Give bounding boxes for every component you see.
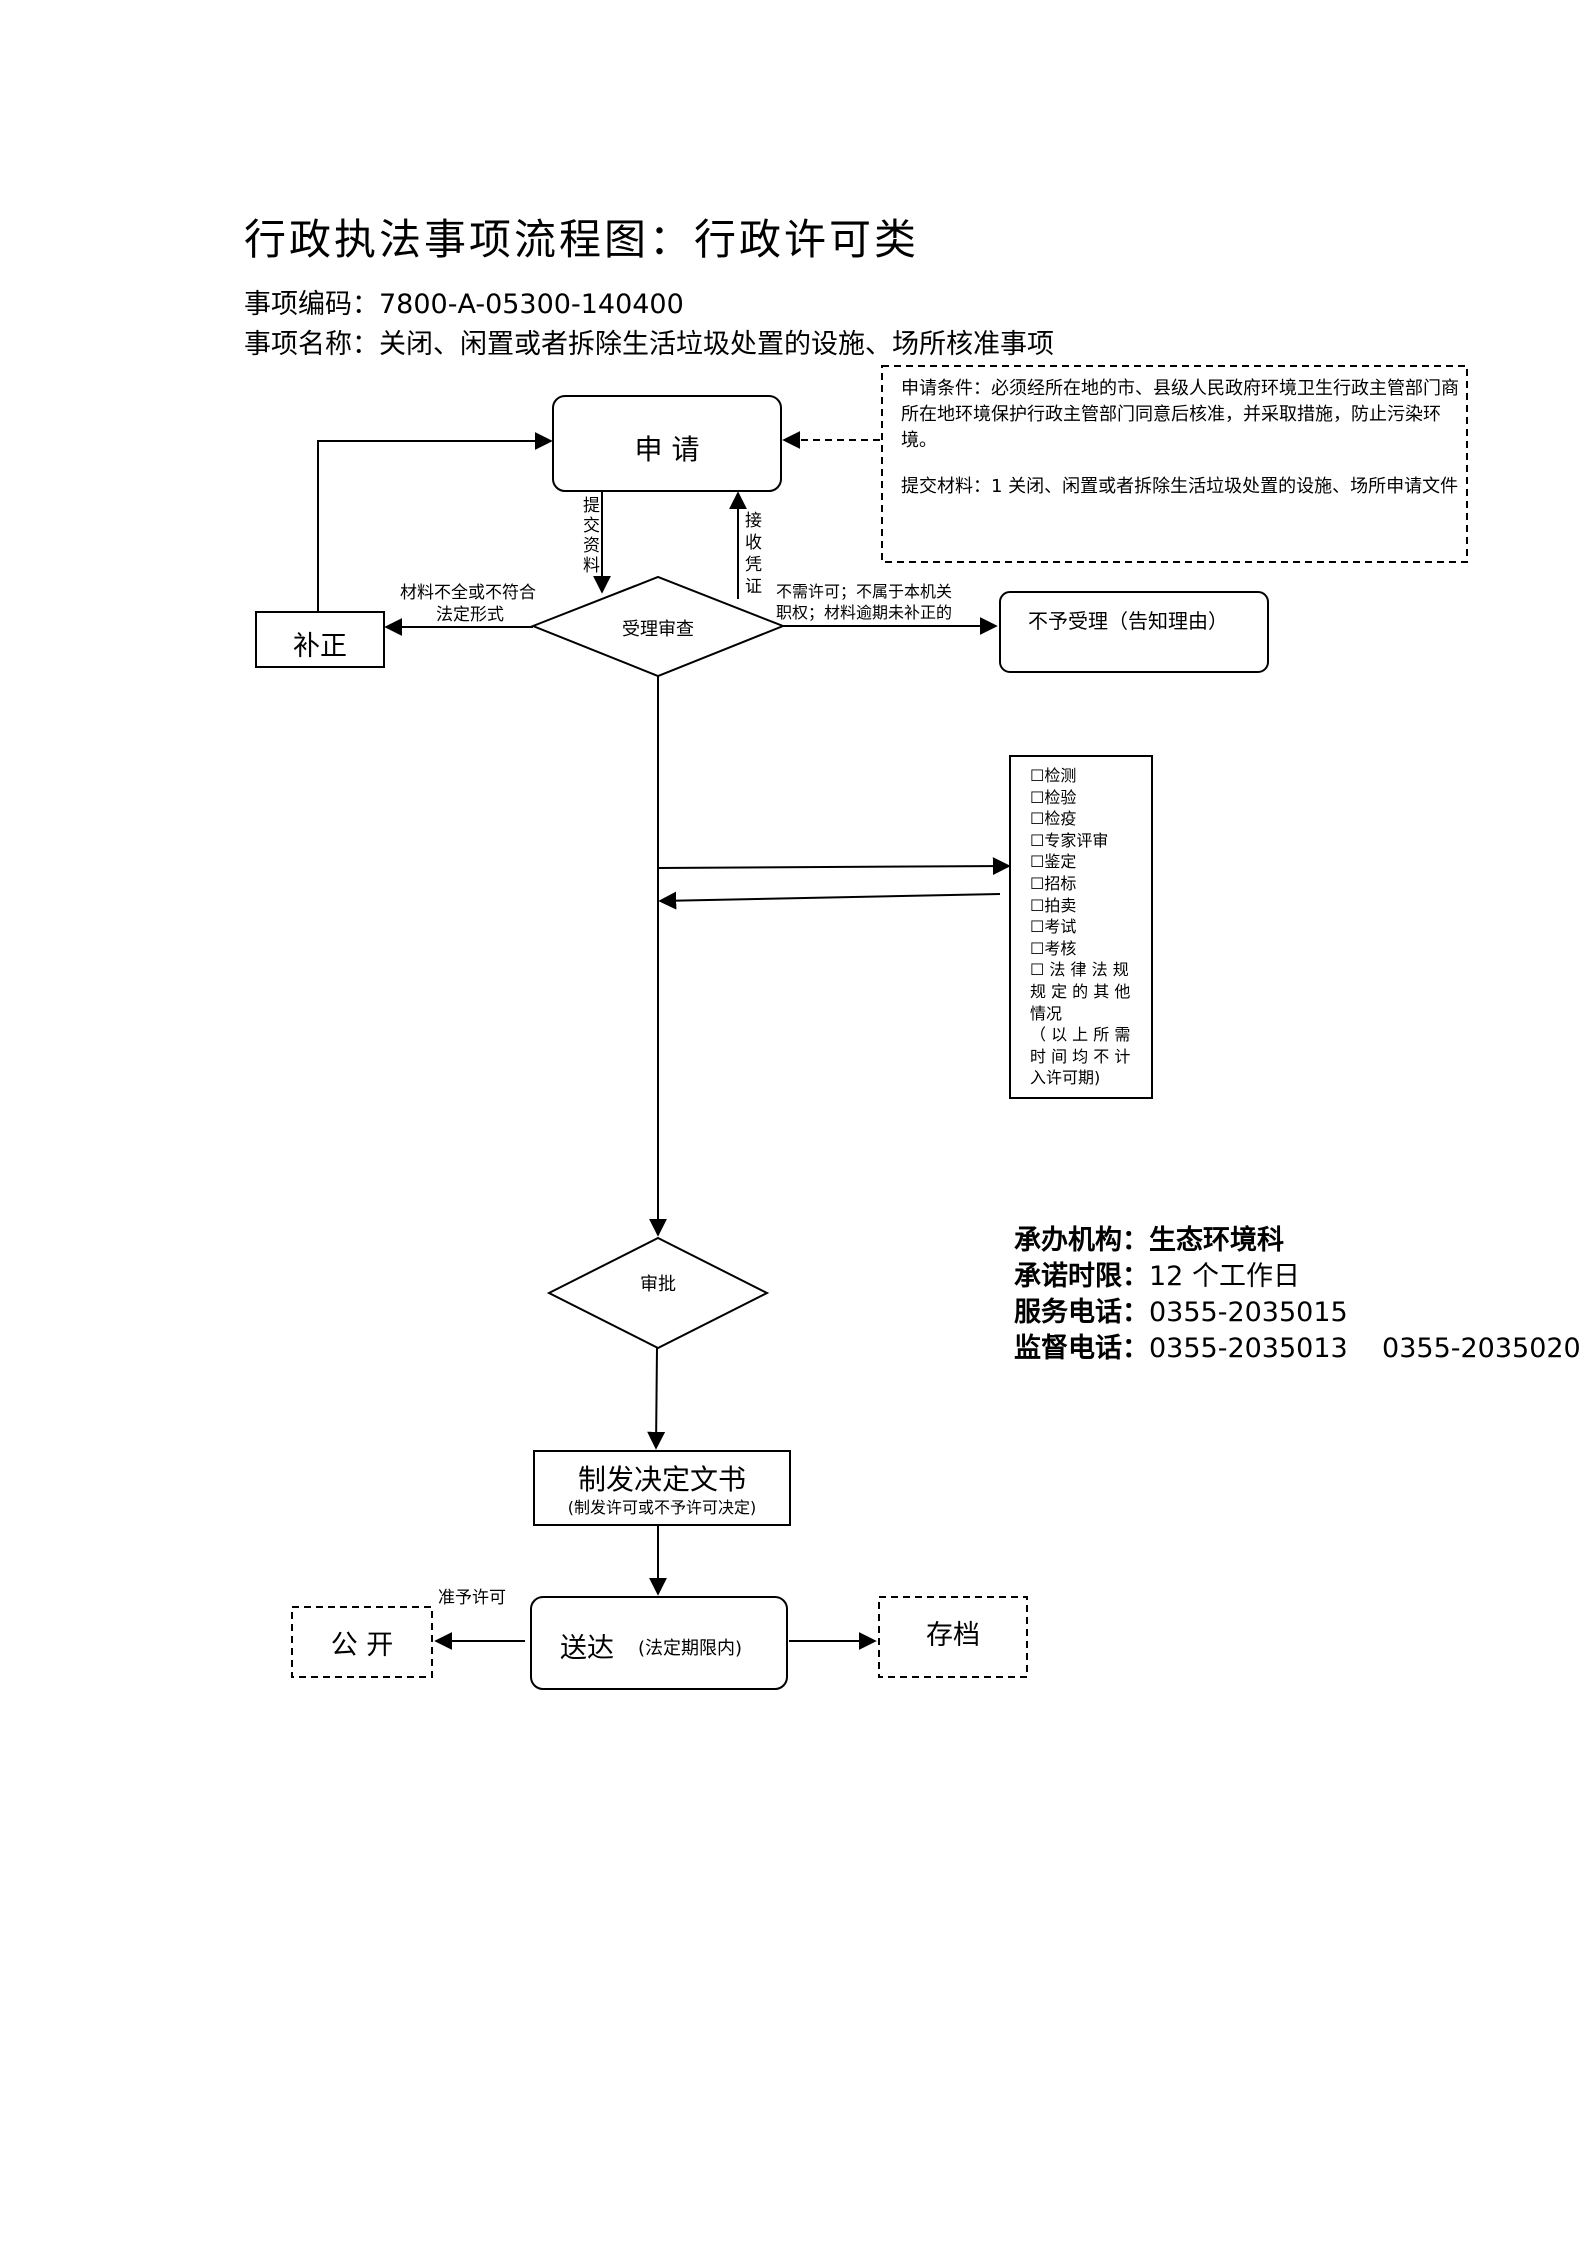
time-line: 承诺时限：12 个工作日 (1014, 1261, 1300, 1292)
checklist-item: ☐考核 (1030, 938, 1077, 958)
to-checklist-arrow (657, 857, 1011, 876)
apply-box (552, 395, 782, 492)
incomplete-label-2: 法定形式 (436, 605, 504, 625)
checklist-item: ☐拍卖 (1030, 895, 1077, 915)
no-need-label-2: 职权；材料逾期未补正的 (776, 603, 953, 622)
grant-label: 准予许可 (438, 1588, 506, 1608)
checklist: ☐检测 ☐检验 ☐检疫 ☐专家评审 ☐鉴定 ☐招标 ☐拍卖 ☐考试 ☐考核 ☐ … (1030, 765, 1130, 1089)
org-line: 承办机构：生态环境科 (1014, 1225, 1284, 1256)
from-checklist-arrow (658, 891, 1001, 910)
deliver-label-main: 送达 (560, 1633, 614, 1664)
supervise-phone-line: 监督电话：0355-2035013 0355-2035020 (1014, 1333, 1581, 1364)
correct-box (255, 611, 385, 668)
checklist-item: ☐检验 (1030, 787, 1077, 807)
checklist-item: 时 间 均 不 计 (1030, 1046, 1131, 1066)
checklist-item: ☐ 法 律 法 规 (1030, 960, 1129, 980)
decision-label-main: 制发决定文书 (577, 1463, 746, 1496)
receipt-label: 接收 凭证 (745, 511, 762, 597)
approve-diamond (546, 1236, 770, 1350)
materials-text: 提交材料：1 关闭、闲置或者拆除生活垃圾处置的设施、场所申请文件 (901, 476, 1459, 497)
reject-box (999, 591, 1269, 673)
conditions-note-box (881, 365, 1468, 563)
publish-box (291, 1606, 433, 1678)
checklist-item: （ 以 上 所 需 (1030, 1025, 1131, 1045)
approve-label: 审批 (640, 1274, 676, 1295)
checklist-item: ☐考试 (1030, 917, 1077, 937)
checklist-item: 情况 (1030, 1003, 1063, 1023)
service-phone-line: 服务电话：0355-2035015 (1014, 1297, 1348, 1328)
checklist-item: ☐检测 (1030, 766, 1077, 785)
review-label: 受理审查 (622, 619, 694, 640)
checklist-item: 入许可期) (1030, 1068, 1101, 1088)
correct-to-apply-arrow (317, 432, 553, 612)
archive-label: 存档 (926, 1620, 980, 1651)
no-need-label-1: 不需许可；不属于本机关 (776, 582, 953, 601)
checklist-item: ☐鉴定 (1030, 852, 1077, 872)
checklist-item: 规 定 的 其 他 (1030, 981, 1131, 1001)
item-name: 事项名称：关闭、闲置或者拆除生活垃圾处置的设施、场所核准事项 (244, 329, 1054, 360)
checklist-box (1009, 755, 1153, 1099)
checklist-item: ☐招标 (1030, 873, 1077, 893)
publish-label: 公 开 (330, 1630, 394, 1661)
conditions-text: 申请条件：必须经所在地的市、县级人民政府环境卫生行政主管部门商所在地环境保护行政… (901, 378, 1459, 451)
submit-label: 提交 资料 (583, 496, 600, 576)
checklist-item: ☐专家评审 (1030, 830, 1109, 850)
apply-label: 申 请 (634, 433, 700, 466)
decision-box (533, 1450, 791, 1526)
reject-label: 不予受理（告知理由） (1028, 609, 1228, 633)
conditions-note: 申请条件：必须经所在地的市、县级人民政府环境卫生行政主管部门商所在地环境保护行政… (901, 376, 1461, 500)
item-code: 事项编码：7800-A-05300-140400 (244, 289, 684, 320)
deliver-box (530, 1596, 788, 1690)
checklist-item: ☐检疫 (1030, 809, 1077, 829)
approve-to-decision-arrow (647, 1347, 666, 1450)
incomplete-label-1: 材料不全或不符合 (400, 583, 536, 603)
decision-label-sub: (制发许可或不予许可决定) (567, 1498, 757, 1517)
deliver-label-sub: (法定期限内) (638, 1638, 743, 1659)
page-title: 行政执法事项流程图：行政许可类 (244, 215, 920, 264)
correct-label: 补正 (293, 631, 347, 662)
archive-box (878, 1596, 1028, 1678)
